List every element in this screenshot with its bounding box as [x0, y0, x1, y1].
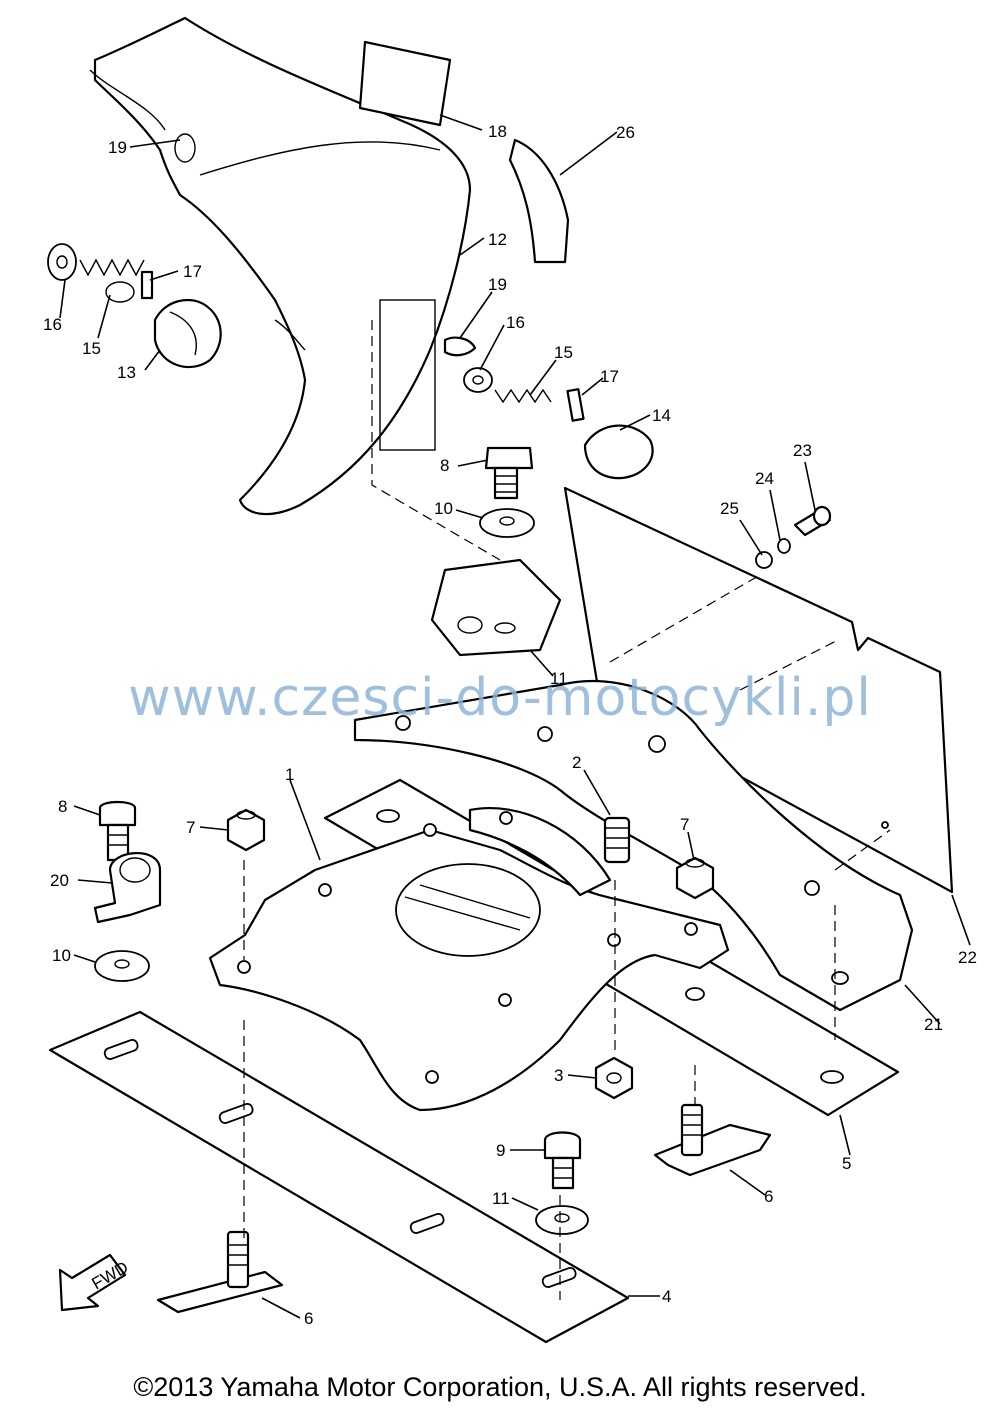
- part-10-washer-upper: [479, 508, 535, 538]
- callout-7-right: 7: [680, 815, 689, 834]
- part-17-pin-left: [140, 270, 154, 300]
- callout-1: 1: [285, 765, 294, 784]
- callout-10-upper: 10: [434, 499, 453, 518]
- part-20-clamp: [93, 852, 162, 924]
- callout-22: 22: [958, 948, 977, 967]
- callout-21: 21: [924, 1015, 943, 1034]
- part-1-main-plate: [208, 807, 730, 1112]
- part-8-bolt-upper: [484, 446, 534, 500]
- callout-15-left: 15: [82, 339, 101, 358]
- callout-17-left: 17: [183, 262, 202, 281]
- callout-11-upper: 11: [550, 669, 568, 688]
- fwd-arrow-icon: FWD: [58, 1253, 132, 1312]
- callout-8-lower: 8: [58, 797, 67, 816]
- callout-23: 23: [793, 441, 812, 460]
- part-21-long-bracket: [353, 680, 914, 1012]
- part-16-washer-right: [463, 367, 493, 393]
- part-13-knob-left: [153, 298, 222, 369]
- part-2-stud: [603, 816, 631, 864]
- callout-7-left: 7: [186, 818, 195, 837]
- callout-26: 26: [616, 123, 635, 142]
- callout-10-lower: 10: [52, 946, 71, 965]
- callout-25: 25: [720, 499, 739, 518]
- callout-9: 9: [496, 1141, 505, 1160]
- part-26-trim: [508, 138, 570, 264]
- callout-11-lower: 11: [492, 1189, 510, 1208]
- callout-13: 13: [117, 363, 136, 382]
- callout-12: 12: [488, 230, 507, 249]
- callout-14: 14: [652, 406, 671, 425]
- part-15-spring-left: [79, 258, 145, 303]
- part-3-nut: [594, 1056, 634, 1100]
- watermark-text: www.czesci-do-motocykli.pl: [128, 668, 872, 728]
- callout-6-left: 6: [304, 1309, 313, 1328]
- part-11-washer-lower: [535, 1205, 589, 1235]
- callout-19-upper: 19: [108, 138, 127, 157]
- copyright-notice: ©2013 Yamaha Motor Corporation, U.S.A. A…: [133, 1372, 867, 1402]
- part-24-lockwasher: [777, 538, 791, 554]
- part-9-bolt: [543, 1131, 582, 1190]
- callout-15-right: 15: [554, 343, 573, 362]
- callout-16-right: 16: [506, 313, 525, 332]
- part-6-stud-bracket-right: [653, 1103, 772, 1177]
- part-7-nut-left: [226, 808, 266, 852]
- part-18-decal: [358, 40, 452, 127]
- callout-6-right: 6: [764, 1187, 773, 1206]
- callout-5: 5: [842, 1154, 851, 1173]
- alignment-lines: [243, 320, 891, 1300]
- part-7-nut-right: [675, 856, 715, 900]
- part-10-washer-lower: [94, 950, 150, 982]
- part-8-bolt-lower: [98, 800, 137, 862]
- callout-19-right: 19: [488, 275, 507, 294]
- callout-3: 3: [554, 1066, 563, 1085]
- part-4-front-plate: [48, 1010, 630, 1344]
- part-6-stud-bracket-left: [156, 1230, 284, 1314]
- callout-24: 24: [755, 469, 774, 488]
- part-19-clip-right: [443, 336, 477, 357]
- callout-8-upper: 8: [440, 456, 449, 475]
- part-16-washer-left: [47, 243, 77, 281]
- callout-4: 4: [662, 1287, 671, 1306]
- part-14-knob-right: [583, 424, 654, 480]
- callout-18: 18: [488, 122, 507, 141]
- callout-20: 20: [50, 871, 69, 890]
- part-25-washer: [755, 551, 773, 569]
- callout-16-left: 16: [43, 315, 62, 334]
- callout-17-right: 17: [600, 367, 619, 386]
- callout-2: 2: [572, 753, 581, 772]
- part-15-spring-right: [494, 388, 552, 404]
- part-12-seat-cowl: [89, 16, 472, 516]
- part-11-bracket-upper: [430, 558, 562, 657]
- leader-lines: [59, 114, 971, 1319]
- part-17-pin-right: [566, 388, 585, 422]
- part-23-screw: [793, 505, 832, 537]
- callout-numbers: 19 18 26 12 16 15 17 13 19 16 15 17 14 8…: [43, 122, 977, 1328]
